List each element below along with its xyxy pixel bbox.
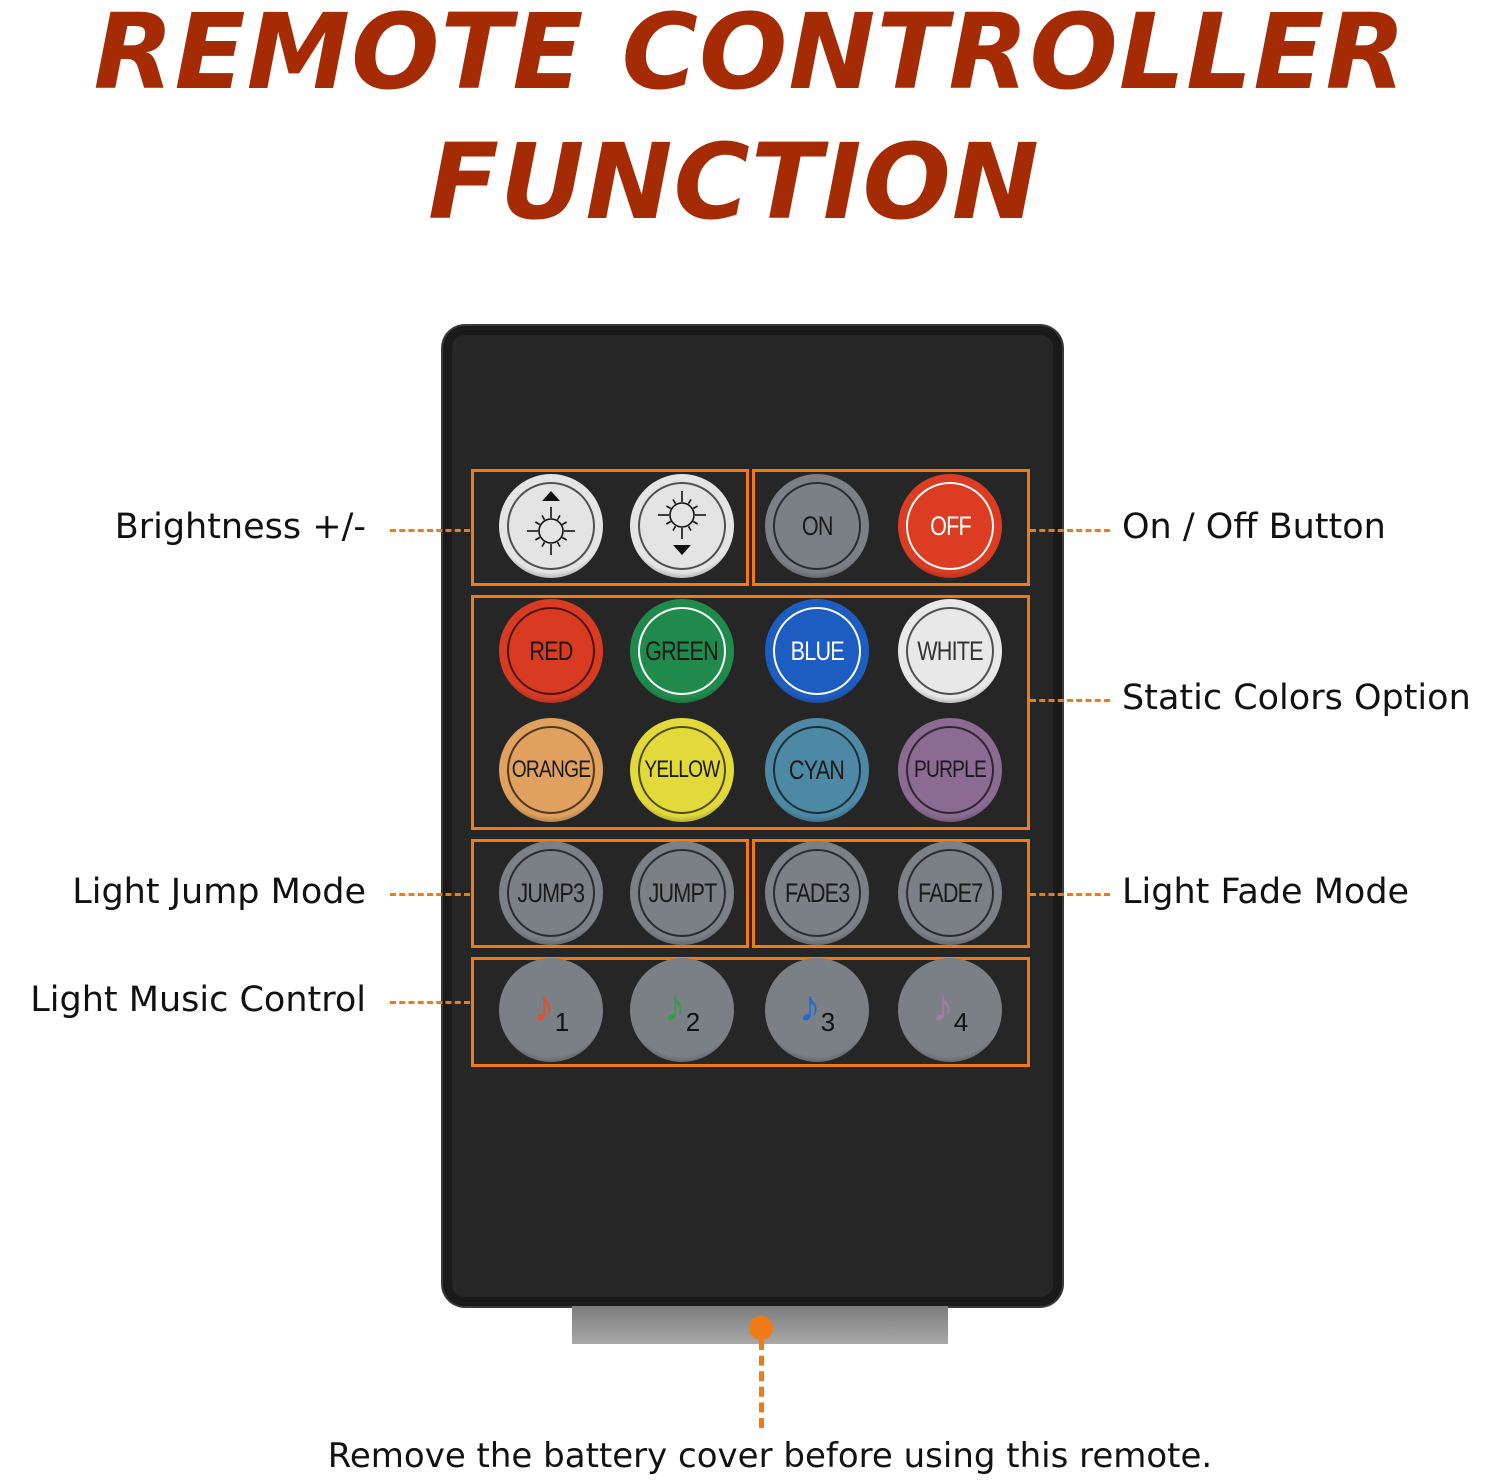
leader-line [1030, 893, 1110, 896]
button-label: FADE3 [784, 877, 850, 908]
orange-button[interactable]: ORANGE [499, 718, 603, 822]
cyan-button[interactable]: CYAN [765, 718, 869, 822]
button-ring [773, 726, 861, 814]
button-ring [906, 849, 994, 937]
button-label: FADE7 [917, 877, 983, 908]
green-button[interactable]: GREEN [630, 599, 734, 703]
yellow-button[interactable]: YELLOW [630, 718, 734, 822]
brightness-group-box [471, 469, 749, 586]
button-label: ORANGE [511, 756, 591, 783]
button-ring [638, 607, 726, 695]
button-ring [773, 482, 861, 570]
button-ring [906, 482, 994, 570]
button-label: RED [529, 635, 573, 666]
music-mode-number: 2 [685, 1007, 701, 1037]
leader-line [390, 1001, 470, 1004]
button-ring [906, 726, 994, 814]
button-label: PURPLE [913, 756, 987, 783]
button-label: BLUE [790, 635, 844, 666]
music2-button[interactable]: ♪2 [630, 958, 734, 1062]
button-ring [906, 607, 994, 695]
button-label: JUMP3 [517, 877, 586, 908]
label-brightness: Brightness +/- [114, 507, 366, 547]
label-fade-mode: Light Fade Mode [1122, 872, 1410, 912]
brightness-down-icon [637, 478, 727, 575]
music-mode-number: 3 [820, 1007, 836, 1037]
button-ring [773, 607, 861, 695]
leader-line [390, 893, 470, 896]
jump-group-box [471, 839, 749, 948]
button-label: CYAN [789, 754, 845, 785]
music-group-box [471, 957, 1030, 1067]
button-ring [773, 849, 861, 937]
button-ring [638, 482, 726, 570]
button-label: WHITE [917, 635, 983, 666]
jump7-button[interactable]: JUMPT [630, 841, 734, 945]
white-button[interactable]: WHITE [898, 599, 1002, 703]
off-button[interactable]: OFF [898, 474, 1002, 578]
button-ring [638, 726, 726, 814]
fade7-button[interactable]: FADE7 [898, 841, 1002, 945]
label-music-control: Light Music Control [30, 980, 366, 1020]
music-mode-number: 4 [953, 1007, 969, 1037]
button-label: ON [801, 510, 834, 541]
button-ring [638, 849, 726, 937]
blue-button[interactable]: BLUE [765, 599, 869, 703]
brightness-up-button[interactable] [499, 474, 603, 578]
battery-cover-marker [749, 1316, 773, 1340]
jump3-button[interactable]: JUMP3 [499, 841, 603, 945]
button-label: GREEN [645, 635, 720, 666]
title-line-1: REMOTE CONTROLLER [93, 0, 1407, 113]
purple-button[interactable]: PURPLE [898, 718, 1002, 822]
button-ring [507, 726, 595, 814]
fade3-button[interactable]: FADE3 [765, 841, 869, 945]
music-note-icon: ♪1 [532, 982, 570, 1037]
music3-button[interactable]: ♪3 [765, 958, 869, 1062]
music-mode-number: 1 [554, 1007, 570, 1037]
label-jump-mode: Light Jump Mode [72, 872, 366, 912]
brightness-up-icon [506, 478, 596, 575]
leader-line [1030, 699, 1110, 702]
fade-group-box [752, 839, 1030, 948]
label-static-colors: Static Colors Option [1122, 678, 1471, 718]
button-label: OFF [929, 510, 972, 541]
button-ring [507, 482, 595, 570]
footer-note: Remove the battery cover before using th… [327, 1436, 1213, 1476]
button-ring [507, 607, 595, 695]
button-ring [507, 849, 595, 937]
button-label: JUMPT [648, 877, 717, 908]
static-colors-group-box [471, 595, 1030, 830]
on-button[interactable]: ON [765, 474, 869, 578]
music-note-icon: ♪3 [798, 982, 836, 1037]
label-on-off: On / Off Button [1122, 507, 1386, 547]
button-label: YELLOW [644, 756, 720, 783]
music-note-icon: ♪4 [931, 982, 969, 1037]
brightness-down-button[interactable] [630, 474, 734, 578]
leader-line [1030, 529, 1110, 532]
leader-line [390, 529, 470, 532]
title-line-2: FUNCTION [428, 121, 1040, 243]
music4-button[interactable]: ♪4 [898, 958, 1002, 1062]
music-note-icon: ♪2 [663, 982, 701, 1037]
leader-line-vertical [759, 1340, 764, 1428]
red-button[interactable]: RED [499, 599, 603, 703]
music1-button[interactable]: ♪1 [499, 958, 603, 1062]
on-off-group-box [752, 469, 1030, 586]
